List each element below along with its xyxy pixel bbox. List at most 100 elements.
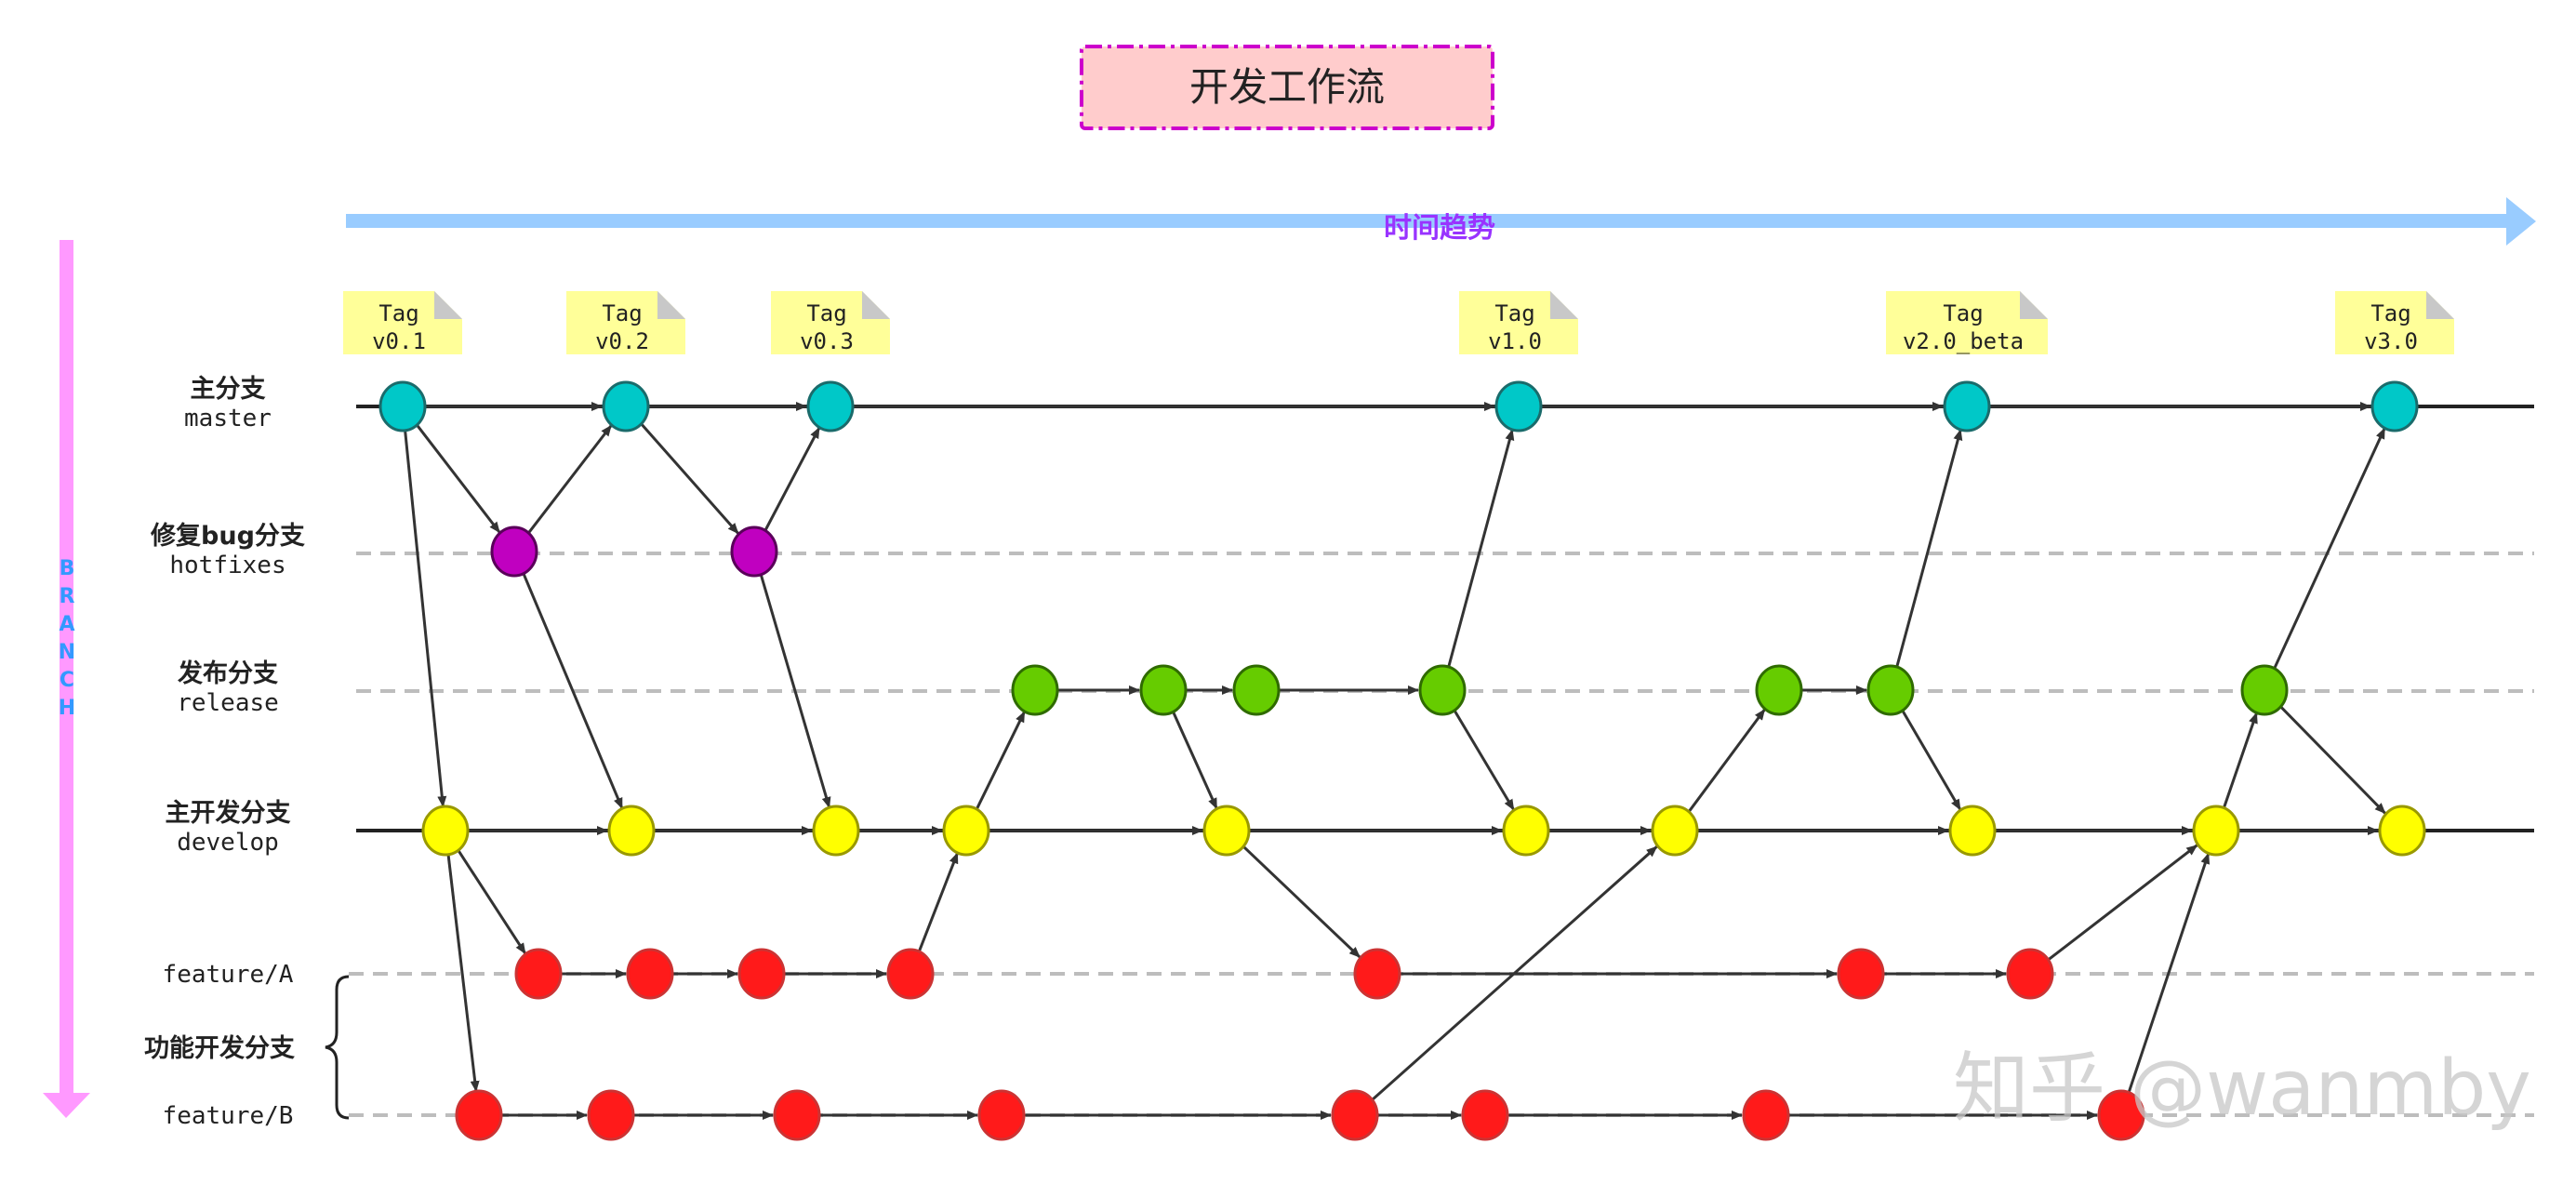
tag-version: v0.3 [800, 328, 854, 354]
commit-a1 [514, 948, 563, 1000]
commit-a4 [886, 948, 935, 1000]
feature-group: 功能开发分支 [144, 975, 350, 1120]
commit-b4 [977, 1089, 1026, 1141]
branch-label-en: release [177, 689, 279, 717]
edge-r4-m4 [1447, 429, 1515, 669]
commit-r6 [1866, 664, 1915, 716]
commit-d3 [812, 805, 860, 857]
tag-version: v3.0 [2364, 328, 2418, 354]
tag-note [771, 291, 890, 354]
commit-d8 [1948, 805, 1997, 857]
tag-version: v0.2 [595, 328, 649, 354]
branch-axis-letter: H [59, 697, 75, 720]
commit-r3 [1232, 664, 1281, 716]
branch-label-cn: 发布分支 [177, 659, 278, 688]
time-arrow-head [2506, 197, 2536, 246]
tag-fold [862, 291, 890, 319]
edge-r4-d6 [1453, 709, 1515, 811]
commit-b8 [2097, 1089, 2145, 1141]
tag-word: Tag [2370, 300, 2410, 326]
edge-m1-h1 [416, 423, 501, 534]
commit-m3 [806, 380, 855, 432]
commit-m1 [378, 380, 427, 432]
commit-d5 [1202, 805, 1251, 857]
version-tags: Tagv0.1Tagv0.2Tagv0.3Tagv1.0Tagv2.0_beta… [343, 291, 2454, 354]
edge-b5-d7 [1371, 845, 1658, 1101]
branch-lanes [349, 405, 2534, 1117]
commit-r7 [2240, 664, 2289, 716]
commit-edges [404, 402, 2386, 1120]
commit-r2 [1139, 664, 1188, 716]
tag-word: Tag [1494, 300, 1534, 326]
commit-m6 [2370, 380, 2419, 432]
branch-axis-letter: C [60, 669, 74, 692]
commit-d4 [942, 805, 990, 857]
time-axis: 时间趋势 [346, 197, 2536, 246]
commit-d2 [607, 805, 656, 857]
branch-arrow-head [43, 1093, 90, 1118]
tag-fold [657, 291, 685, 319]
commit-m2 [602, 380, 650, 432]
commit-d1 [421, 805, 470, 857]
tag-note [1886, 291, 2048, 354]
branch-labels: 主分支master修复bug分支hotfixes发布分支release主开发分支… [150, 375, 305, 1130]
edge-a7-d9 [2047, 844, 2198, 961]
edge-a4-d4 [917, 852, 959, 953]
commit-nodes [378, 380, 2426, 1141]
commit-h2 [730, 525, 778, 578]
edge-h1-m2 [527, 424, 613, 535]
branch-label-cn: 修复bug分支 [150, 522, 305, 551]
branch-label-en: hotfixes [169, 552, 285, 579]
edge-m1-d1 [404, 429, 447, 808]
commit-d7 [1651, 805, 1699, 857]
commit-d9 [2192, 805, 2240, 857]
commit-d10 [2378, 805, 2426, 857]
commit-a3 [737, 948, 786, 1000]
branch-axis-letter: N [59, 641, 75, 664]
branch-axis-letter: R [60, 585, 75, 608]
tag-note [566, 291, 685, 354]
edge-r7-d10 [2279, 705, 2386, 815]
tag-note [343, 291, 462, 354]
edge-r6-m5 [1895, 429, 1963, 669]
edge-r7-m6 [2273, 427, 2386, 670]
tag-word: Tag [1943, 300, 1983, 326]
commit-b3 [773, 1089, 821, 1141]
branch-label-en: feature/B [163, 1102, 294, 1130]
commit-b5 [1331, 1089, 1379, 1141]
commit-d6 [1502, 805, 1550, 857]
edge-d9-r7 [2222, 712, 2258, 809]
branch-label-en: feature/A [163, 961, 294, 989]
commit-b2 [587, 1089, 635, 1141]
branch-axis-letter: A [59, 613, 74, 636]
commit-h1 [490, 525, 538, 578]
branch-label-cn: 主分支 [191, 375, 266, 404]
tag-note [2335, 291, 2454, 354]
edge-h1-d2 [522, 572, 624, 809]
commit-a2 [626, 948, 674, 1000]
time-arrow-shaft [346, 214, 2513, 228]
tag-version: v0.1 [372, 328, 426, 354]
edge-r6-d8 [1901, 709, 1962, 811]
branch-label-en: develop [177, 829, 279, 857]
commit-r5 [1755, 664, 1803, 716]
commit-a5 [1353, 948, 1401, 1000]
time-axis-label: 时间趋势 [1384, 212, 1495, 245]
commit-b6 [1461, 1089, 1509, 1141]
branch-label-cn: 主开发分支 [166, 798, 291, 828]
branch-axis-letter: B [60, 557, 75, 580]
commit-r1 [1011, 664, 1059, 716]
tag-fold [434, 291, 462, 319]
edge-d5-a5 [1242, 845, 1361, 959]
tag-word: Tag [806, 300, 846, 326]
tag-word: Tag [378, 300, 418, 326]
edge-m2-h2 [640, 422, 739, 535]
tag-word: Tag [602, 300, 642, 326]
feature-group-brace [325, 975, 350, 1120]
edge-d1-a1 [457, 849, 527, 955]
